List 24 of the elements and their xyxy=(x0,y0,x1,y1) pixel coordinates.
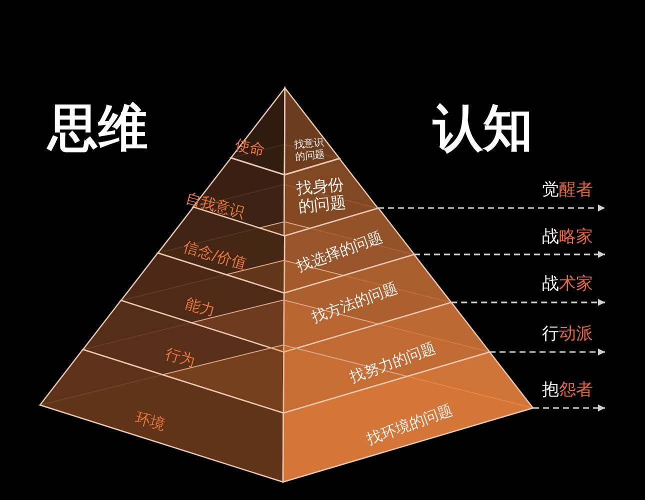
dashed-arrow xyxy=(414,250,605,258)
dashed-arrow xyxy=(378,204,605,212)
dashed-arrow xyxy=(490,348,605,356)
question-label: 找意识的问题 xyxy=(294,137,326,163)
role-label: 行动派 xyxy=(542,323,593,345)
role-label: 觉醒者 xyxy=(542,179,593,201)
heading: 认知 xyxy=(433,98,533,159)
question-label: 找环境的问题 xyxy=(364,402,456,448)
layer-label: 信念/价值 xyxy=(181,238,249,274)
dashed-arrow xyxy=(533,404,605,412)
layer-label: 使命 xyxy=(234,136,266,160)
role-label: 抱怨者 xyxy=(542,379,593,401)
dashed-arrow xyxy=(451,298,605,306)
heading: 思维 xyxy=(48,98,148,159)
layer-label: 环境 xyxy=(133,410,167,434)
question-label: 找身份的问题 xyxy=(295,175,348,217)
role-label: 战术家 xyxy=(542,273,593,295)
layer-label: 行为 xyxy=(163,346,197,370)
layer-label: 自我意识 xyxy=(184,190,246,222)
question-label: 找方法的问题 xyxy=(310,280,400,326)
layer-label: 能力 xyxy=(183,296,217,320)
question-label: 找努力的问题 xyxy=(348,340,438,386)
role-label: 战略家 xyxy=(542,226,593,248)
question-label: 找选择的问题 xyxy=(294,228,386,276)
